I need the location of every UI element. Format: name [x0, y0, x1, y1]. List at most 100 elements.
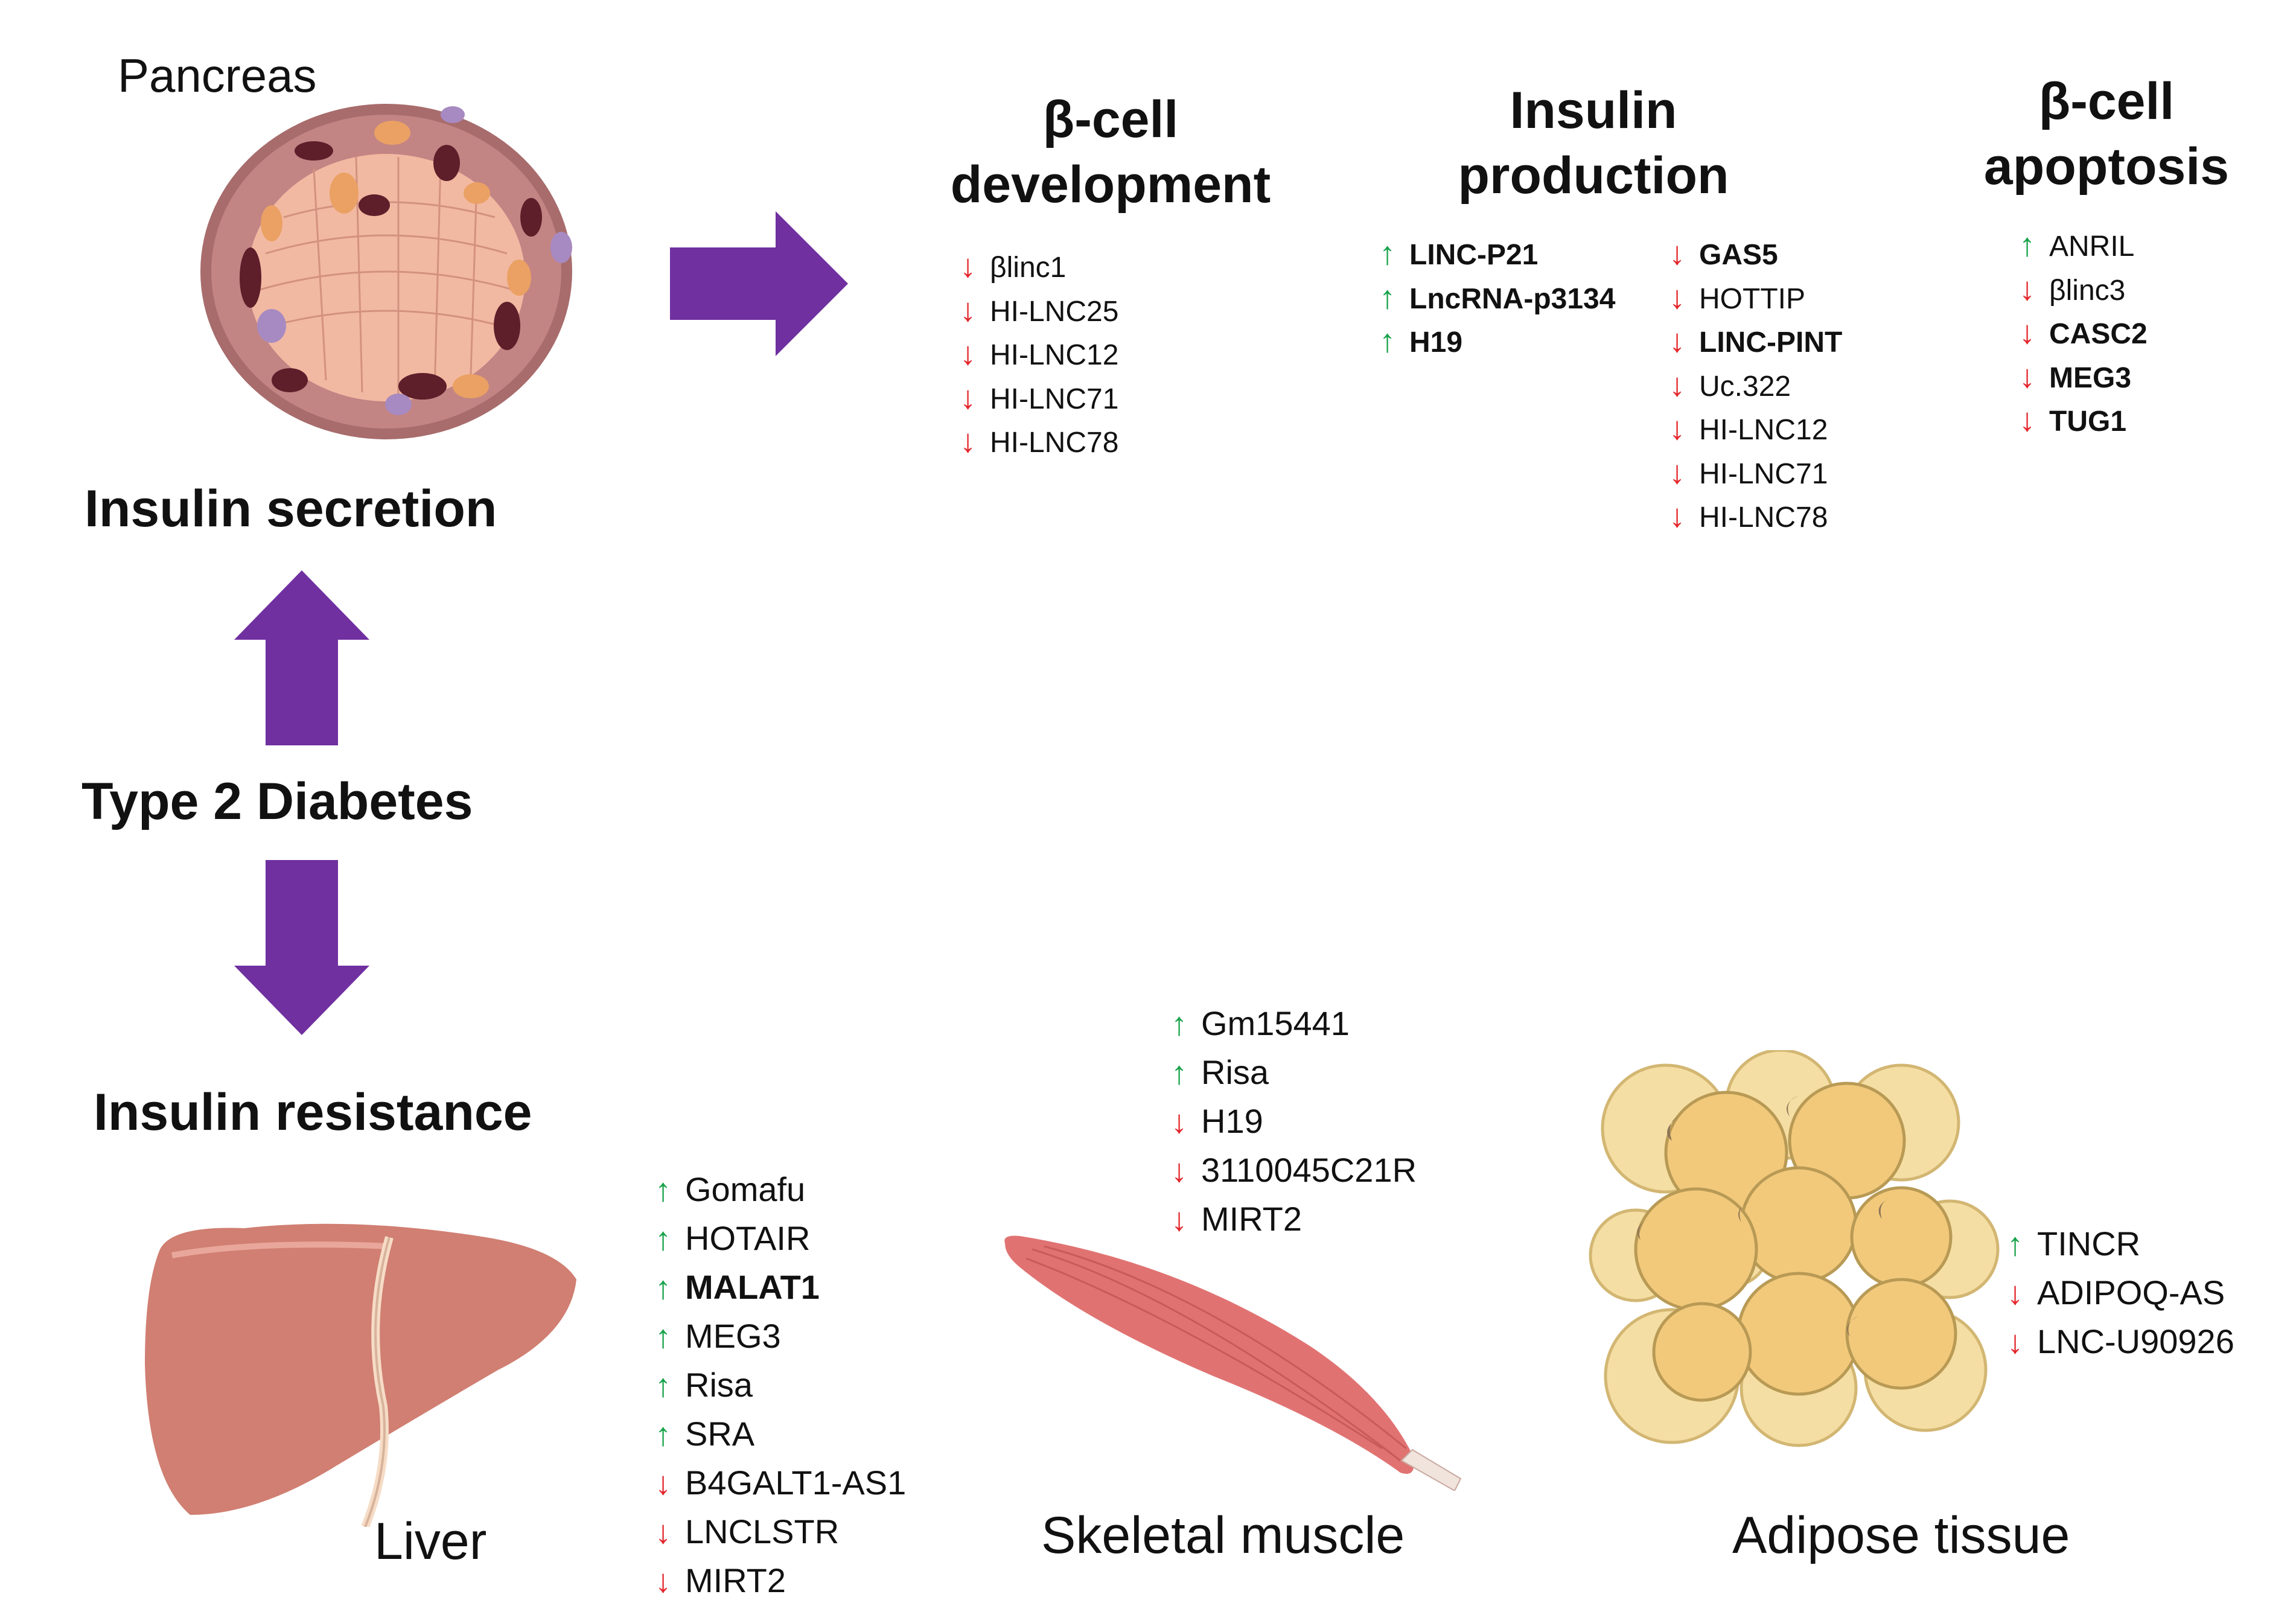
up-arrow-icon: ↑ — [655, 1368, 671, 1404]
gene-item: ↓MEG3 — [2019, 355, 2148, 399]
muscle-gene-list: ↑Gm15441↑Risa↓H19↓3110045C21R↓MIRT2 — [1171, 999, 1417, 1243]
gene-item: ↓HI-LNC12 — [1669, 407, 1842, 451]
gene-name: βlinc1 — [990, 252, 1067, 284]
down-arrow-icon: ↓ — [1669, 323, 1685, 359]
gene-item: ↑Gomafu — [655, 1165, 906, 1214]
gene-name: LNC-U90926 — [2037, 1322, 2234, 1360]
gene-item: ↓ βlinc1 — [960, 244, 1118, 288]
gene-item: ↓3110045C21R — [1171, 1146, 1417, 1194]
gene-item: ↑ANRIL — [2019, 223, 2148, 267]
gene-item: ↓ B4GALT1-AS1 — [655, 1458, 906, 1507]
down-arrow-icon: ↓ — [960, 379, 976, 416]
insulin-secretion-label: Insulin secretion — [85, 480, 497, 538]
liver-gene-list: ↑Gomafu↑HOTAIR ↑ MALAT1 ↑ MEG3 ↑ Risa ↑ SRA ↓ B4GA… — [655, 1165, 906, 1605]
gene-item: ↑HOTAIR — [655, 1214, 906, 1263]
gene-name: HI-LNC25 — [990, 295, 1119, 328]
down-arrow-icon: ↓ — [960, 423, 976, 459]
insulin-production-down-gene-list: ↓GAS5↓HOTTIP↓LINC-PINT↓Uc.322↓HI-LNC12↓H… — [1669, 232, 1842, 538]
gene-item: ↑ Gm15441 — [1171, 999, 1417, 1048]
down-arrow-icon: ↓ — [1669, 279, 1685, 316]
down-arrow-icon: ↓ — [960, 248, 976, 284]
gene-name: MEG3 — [2049, 362, 2132, 394]
gene-item: ↓ HI-LNC71 — [960, 376, 1118, 420]
up-arrow-icon: ↑ — [655, 1416, 671, 1453]
pancreas-label: Pancreas — [118, 49, 317, 102]
adipose-tissue-icon — [1589, 1050, 2000, 1447]
up-arrow-icon: ↑ — [1171, 1055, 1187, 1091]
gene-item: ↑ LINC-P21 — [1379, 232, 1615, 276]
adipose-gene-list: ↑TINCR↓ADIPOQ-AS↓LNC-U90926 — [2007, 1219, 2234, 1366]
gene-item: ↓MIRT2 — [1171, 1194, 1417, 1243]
down-arrow-icon: ↓ — [2019, 402, 2035, 438]
down-arrow-icon: ↓ — [1171, 1153, 1187, 1189]
up-arrow-icon: ↑ — [1379, 235, 1395, 272]
down-arrow-icon: ↓ — [1669, 366, 1685, 403]
gene-name: H19 — [1201, 1102, 1263, 1140]
up-arrow-icon: ↑ — [1379, 323, 1395, 359]
down-arrow-icon: ↓ — [655, 1514, 671, 1550]
gene-name: MEG3 — [685, 1317, 781, 1355]
up-arrow-icon: ↑ — [1379, 279, 1395, 316]
gene-name: ANRIL — [2049, 231, 2135, 263]
down-arrow-icon: ↓ — [2007, 1275, 2023, 1311]
gene-name: ADIPOQ-AS — [2037, 1273, 2225, 1311]
beta-development-gene-list: ↓βlinc1↓HI-LNC25↓HI-LNC12↓HI-LNC71↓HI-LN… — [960, 244, 1118, 464]
gene-name: βlinc3 — [2049, 274, 2126, 307]
down-arrow-icon: ↓ — [1171, 1104, 1187, 1140]
gene-item: ↑ LncRNA-p3134 — [1379, 276, 1615, 320]
gene-item: ↓ HOTTIP — [1669, 276, 1842, 320]
gene-name: TUG1 — [2049, 406, 2127, 438]
up-arrow-icon: ↑ — [1171, 1006, 1187, 1042]
up-arrow-icon — [234, 570, 369, 745]
up-arrow-icon: ↑ — [655, 1270, 671, 1306]
down-arrow-icon: ↓ — [2007, 1324, 2023, 1360]
gene-item: ↑ Risa — [655, 1360, 906, 1409]
skeletal-muscle-label: Skeletal muscle — [1041, 1506, 1405, 1564]
gene-item: ↑ H19 — [1379, 319, 1615, 363]
gene-name: HOTAIR — [685, 1219, 811, 1257]
gene-item: ↓ HI-LNC25 — [960, 288, 1118, 333]
gene-name: Risa — [685, 1366, 753, 1404]
gene-item: ↓ LNCLSTR — [655, 1507, 906, 1556]
gene-name: Gm15441 — [1201, 1004, 1350, 1042]
gene-name: H19 — [1409, 327, 1463, 358]
gene-item: ↓Uc.322 — [1669, 363, 1842, 407]
gene-item: ↓ LINC-PINT — [1669, 319, 1842, 363]
down-arrow-icon: ↓ — [2019, 314, 2035, 351]
gene-item: ↓GAS5 — [1669, 232, 1842, 276]
down-arrow-icon: ↓ — [960, 292, 976, 328]
gene-name: LINC-P21 — [1409, 239, 1539, 271]
gene-name: HI-LNC71 — [990, 383, 1119, 415]
gene-item: ↓HI-LNC12 — [960, 332, 1118, 376]
gene-name: HOTTIP — [1699, 282, 1805, 315]
down-arrow-icon: ↓ — [1669, 498, 1685, 534]
liver-icon — [145, 1223, 576, 1527]
gene-name: MALAT1 — [685, 1268, 820, 1306]
gene-name: LINC-PINT — [1699, 327, 1843, 358]
gene-item: ↓ βlinc3 — [2019, 267, 2148, 311]
down-arrow-icon: ↓ — [1669, 454, 1685, 491]
down-arrow-icon: ↓ — [2019, 270, 2035, 307]
gene-name: MIRT2 — [1201, 1200, 1302, 1238]
gene-item: ↓ LNC-U90926 — [2007, 1317, 2234, 1366]
gene-name: SRA — [685, 1415, 755, 1453]
adipose-tissue-label: Adipose tissue — [1732, 1506, 2070, 1564]
gene-item: ↓ TUG1 — [2019, 398, 2148, 442]
down-arrow-icon: ↓ — [655, 1465, 671, 1502]
type2-diabetes-label: Type 2 Diabetes — [81, 773, 473, 830]
right-arrow-icon — [670, 211, 848, 356]
gene-name: LNCLSTR — [685, 1512, 840, 1550]
gene-item: ↓CASC2 — [2019, 311, 2148, 355]
up-arrow-icon: ↑ — [655, 1172, 671, 1208]
gene-name: B4GALT1-AS1 — [685, 1464, 907, 1502]
gene-item: ↑Risa — [1171, 1048, 1417, 1097]
down-arrow-icon: ↓ — [1669, 410, 1685, 447]
liver-label: Liver — [374, 1512, 487, 1570]
gene-item: ↓ H19 — [1171, 1097, 1417, 1146]
gene-name: LncRNA-p3134 — [1409, 282, 1616, 315]
gene-name: TINCR — [2037, 1225, 2141, 1263]
down-arrow-icon: ↓ — [1669, 235, 1685, 272]
insulin-production-up-gene-list: ↑ LINC-P21 ↑ LncRNA-p3134 ↑ H19 — [1379, 232, 1615, 363]
gene-name: HI-LNC78 — [1699, 502, 1828, 534]
